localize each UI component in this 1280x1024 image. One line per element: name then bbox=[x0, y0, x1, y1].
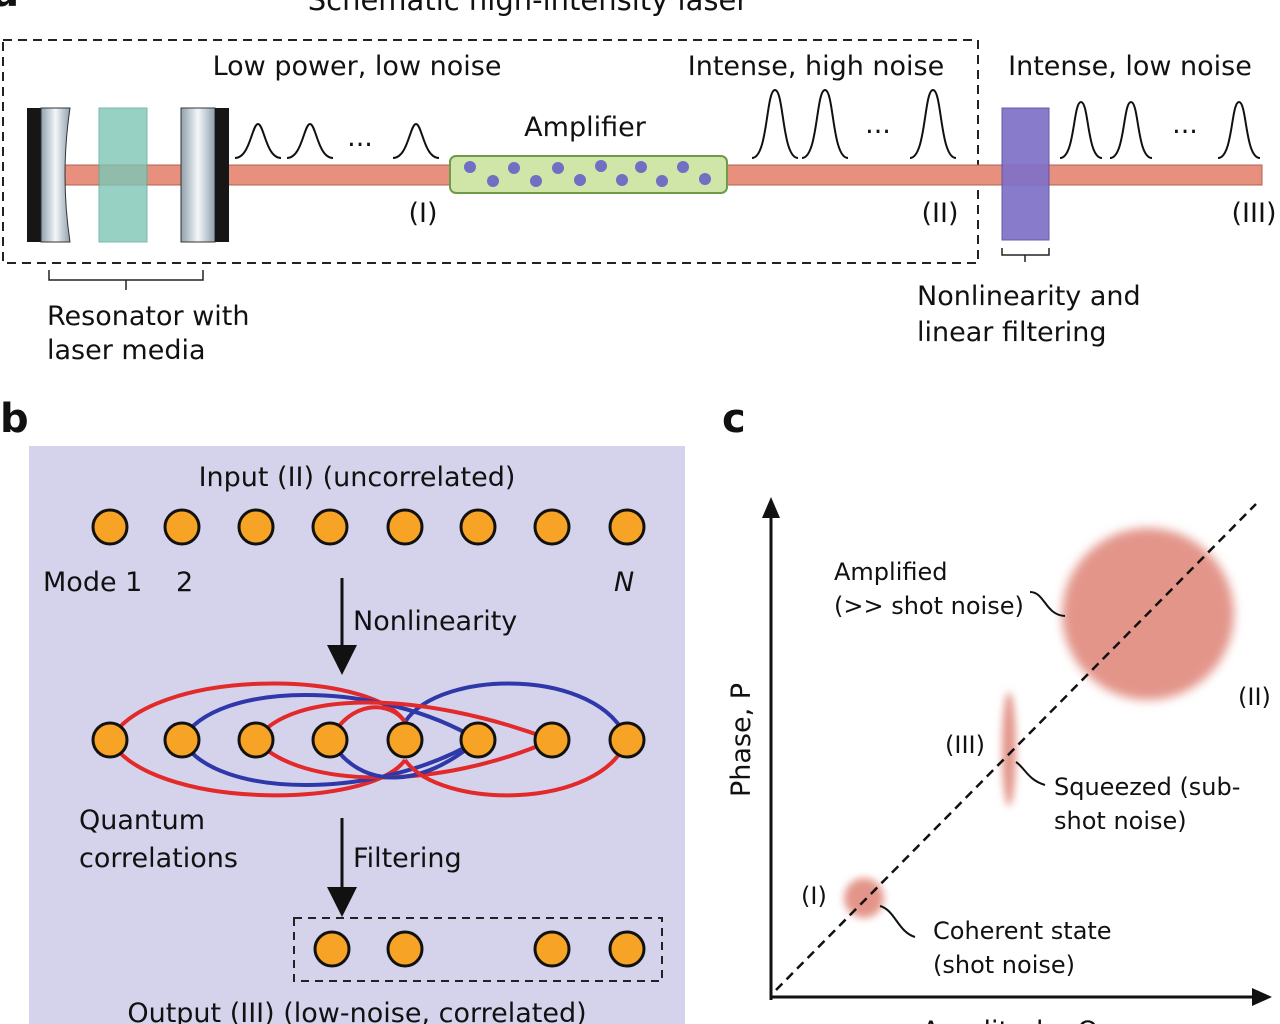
nonlinearity-label-line1: Nonlinearity and bbox=[917, 281, 1141, 312]
output-label: Output (III) (low-noise, correlated) bbox=[127, 998, 586, 1024]
point-ii-label: (II) bbox=[922, 198, 959, 229]
squeezed-label-line2: shot noise) bbox=[1054, 807, 1187, 835]
coherent-state-blob bbox=[844, 878, 884, 918]
right-mirror bbox=[180, 107, 229, 243]
mode-1-label: Mode 1 bbox=[43, 567, 142, 598]
coherent-label-line2: (shot noise) bbox=[933, 951, 1075, 979]
point-i-c-label: (I) bbox=[801, 882, 827, 910]
nonlinearity-label-line2: linear filtering bbox=[917, 317, 1107, 348]
correlation-arcs bbox=[108, 681, 629, 798]
laser-medium bbox=[98, 107, 148, 243]
diagonal-dashed-line bbox=[775, 503, 1257, 991]
nonlinear-filter bbox=[1001, 107, 1050, 241]
point-iii-c-label: (III) bbox=[945, 731, 985, 759]
input-label: Input (II) (uncorrelated) bbox=[199, 462, 516, 493]
output-modes-row bbox=[313, 930, 646, 968]
amplified-label-line2: (>> shot noise) bbox=[834, 592, 1024, 620]
x-axis-arrowhead bbox=[1252, 988, 1272, 1006]
tall-pulses bbox=[751, 88, 957, 159]
x-axis-label: Amplitude, Q bbox=[922, 1016, 1099, 1024]
correlated-modes-row bbox=[91, 721, 646, 759]
filter-bracket bbox=[1001, 248, 1050, 262]
small-pulses bbox=[234, 122, 440, 159]
panel-b: b Input (II) (uncorrelated) Mode 1 2 N N… bbox=[0, 396, 685, 1024]
filtering-label: Filtering bbox=[353, 843, 462, 874]
intense-low-noise-label: Intense, low noise bbox=[1008, 51, 1252, 82]
squeezed-state-blob bbox=[1002, 692, 1016, 806]
panel-c-label: c bbox=[722, 396, 746, 442]
ellipsis-tall: ... bbox=[865, 109, 891, 140]
input-modes-row bbox=[91, 508, 646, 546]
squeezed-label-line1: Squeezed (sub- bbox=[1054, 773, 1240, 801]
resonator-bracket bbox=[48, 270, 204, 290]
mode-n-label: N bbox=[614, 567, 634, 598]
panel-b-background bbox=[29, 446, 685, 1024]
resonator-label-line2: laser media bbox=[47, 335, 206, 366]
nonlinearity-label: Nonlinearity bbox=[353, 606, 517, 637]
laser-dashed-box bbox=[2, 39, 979, 264]
panel-c: c Phase, P Amplitude, Q Amplified (>> sh… bbox=[722, 396, 1272, 1024]
resonator-label-line1: Resonator with bbox=[47, 301, 249, 332]
panel-b-label: b bbox=[0, 396, 29, 442]
y-axis-label: Phase, P bbox=[726, 683, 757, 797]
high-noise-label: Intense, high noise bbox=[688, 51, 945, 82]
amplifier-label: Amplifier bbox=[524, 112, 647, 143]
panel-a-label: a bbox=[0, 0, 19, 16]
amplifier-ions bbox=[464, 160, 711, 187]
low-noise-label: Low power, low noise bbox=[213, 51, 502, 82]
panel-a: a Schematic high-intensity laser Low pow… bbox=[0, 0, 1276, 366]
squeezed-pointer bbox=[1015, 761, 1046, 786]
amplified-pointer bbox=[1029, 591, 1066, 617]
panel-a-title: Schematic high-intensity laser bbox=[308, 0, 749, 17]
coherent-pointer bbox=[879, 905, 916, 938]
amplified-label-line1: Amplified bbox=[834, 558, 947, 586]
quantum-correlations-line2: correlations bbox=[79, 843, 238, 874]
quantum-correlations-line1: Quantum bbox=[79, 805, 205, 836]
y-axis-arrowhead bbox=[762, 497, 780, 518]
ellipsis-small: ... bbox=[347, 122, 373, 153]
coherent-label-line1: Coherent state bbox=[933, 917, 1112, 945]
point-iii-label: (III) bbox=[1232, 198, 1277, 229]
output-dashed-box bbox=[293, 917, 663, 982]
ellipsis-filtered: ... bbox=[1172, 109, 1198, 140]
mode-2-label: 2 bbox=[176, 567, 193, 598]
filtered-pulses bbox=[1059, 100, 1261, 159]
left-mirror bbox=[27, 107, 71, 243]
point-i-label: (I) bbox=[408, 198, 437, 229]
point-ii-c-label: (II) bbox=[1238, 683, 1271, 711]
